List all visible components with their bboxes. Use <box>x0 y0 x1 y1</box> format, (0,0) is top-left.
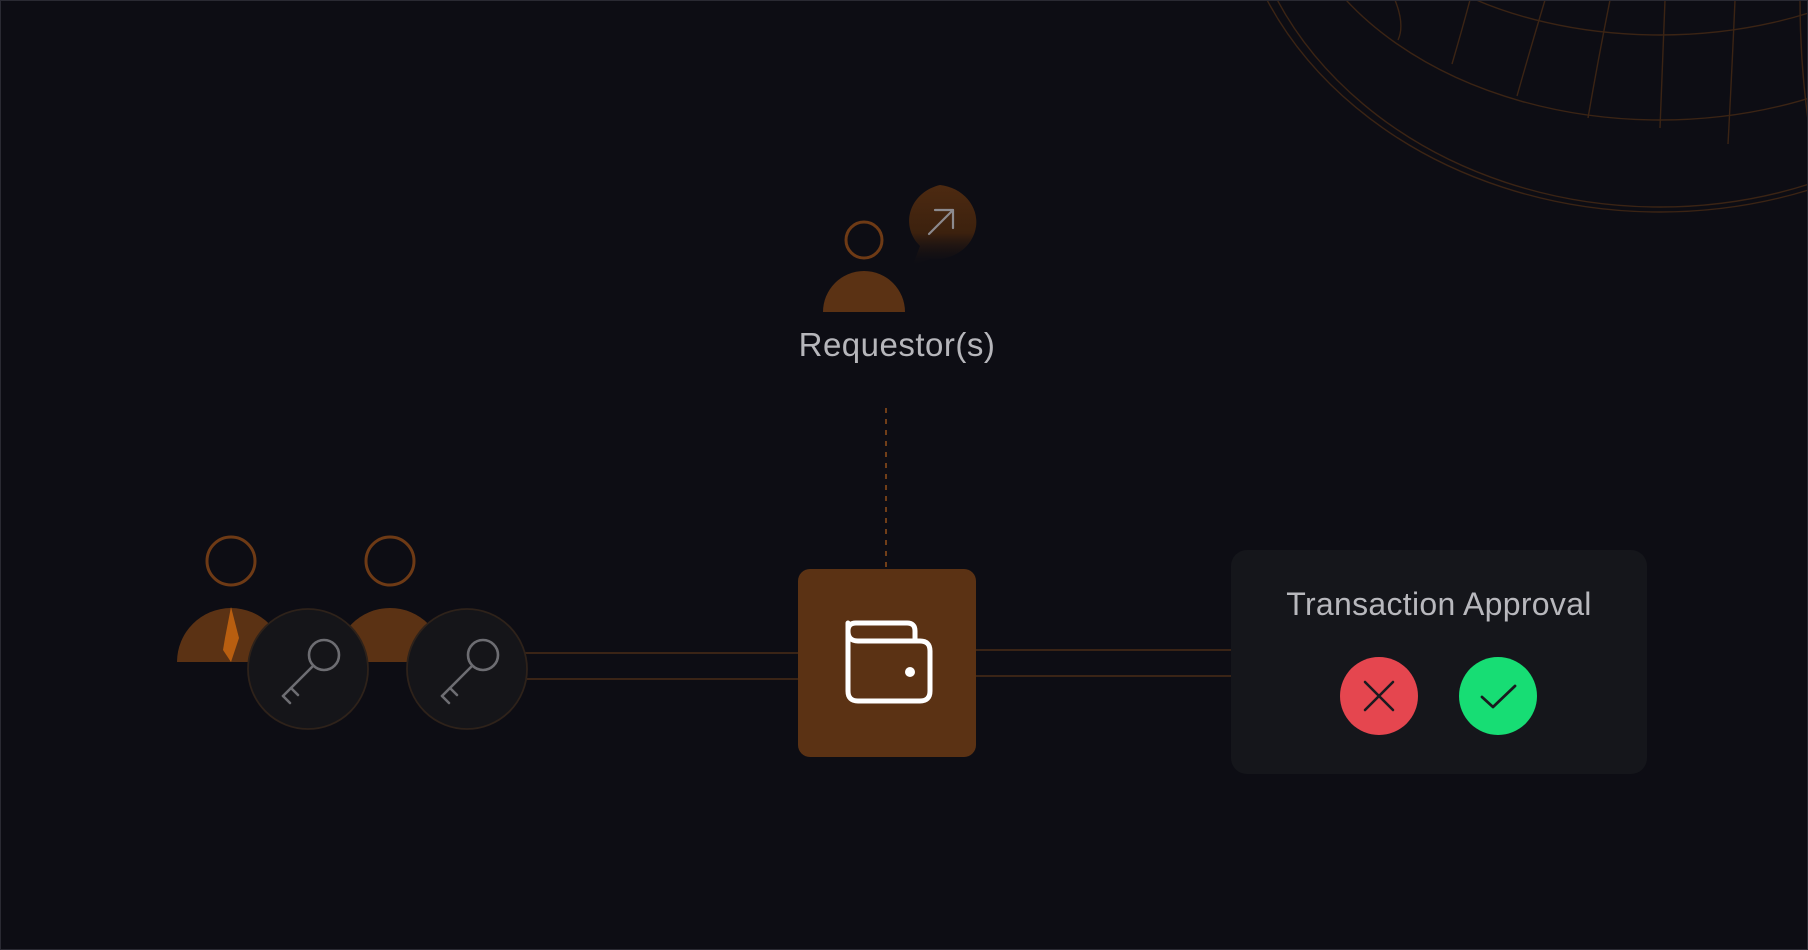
reject-button[interactable] <box>1340 657 1418 735</box>
close-icon <box>1363 680 1395 712</box>
approve-button[interactable] <box>1459 657 1537 735</box>
requestor-label: Requestor(s) <box>798 326 996 363</box>
wallet-node <box>798 569 976 757</box>
key-icon <box>247 608 369 730</box>
key-icon <box>406 608 528 730</box>
requestor-person-icon <box>823 220 905 312</box>
wallet-icon <box>845 620 933 704</box>
globe-decoration <box>1266 0 1808 213</box>
check-icon <box>1480 684 1517 709</box>
arrow-up-right-icon <box>909 185 977 265</box>
connectors <box>525 408 1231 680</box>
transaction-approval-card: Transaction Approval <box>1231 550 1647 774</box>
approval-title: Transaction Approval <box>1286 586 1592 622</box>
